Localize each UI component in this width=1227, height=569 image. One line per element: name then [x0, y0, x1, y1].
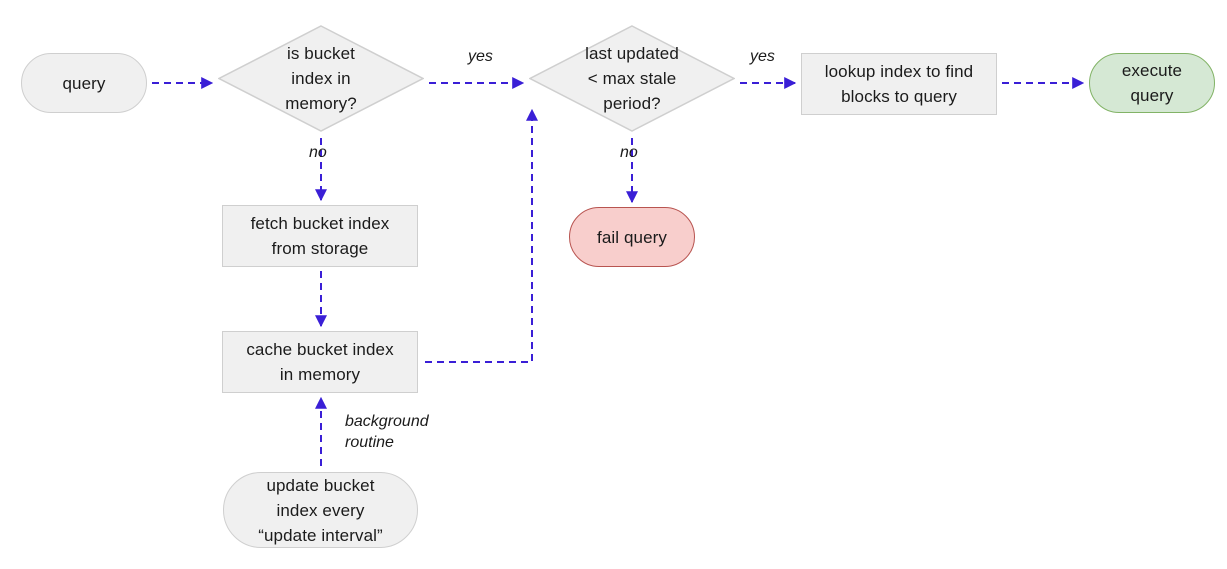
node-query-label: query — [62, 73, 106, 93]
node-cache-bucket-index[interactable]: cache bucket index in memory — [222, 331, 418, 393]
edge-label-stale-yes: yes — [750, 48, 775, 65]
node-execute-query-label: execute query — [1121, 61, 1183, 105]
node-is-bucket-index-in-memory-label: is bucket index in memory? — [285, 44, 357, 113]
node-fail-query-label: fail query — [597, 227, 667, 247]
edge-cache-to-stale-check — [425, 108, 538, 363]
node-lookup-index[interactable]: lookup index to find blocks to query — [801, 53, 997, 115]
edge-label-memory-no: no — [309, 144, 327, 161]
node-lookup-index-label: lookup index to find blocks to query — [824, 62, 974, 106]
node-last-updated-max-stale[interactable]: last updated < max stale period? — [529, 25, 735, 132]
node-update-bucket-index[interactable]: update bucket index every “update interv… — [223, 472, 418, 548]
node-fetch-bucket-index-label: fetch bucket index from storage — [250, 214, 390, 258]
edge-label-memory-yes: yes — [468, 48, 493, 65]
node-last-updated-max-stale-label: last updated < max stale period? — [585, 44, 679, 113]
node-fail-query[interactable]: fail query — [569, 207, 695, 267]
node-update-bucket-index-label: update bucket index every “update interv… — [258, 475, 383, 545]
edge-label-background-routine: background routine — [345, 413, 429, 451]
node-is-bucket-index-in-memory[interactable]: is bucket index in memory? — [218, 25, 424, 132]
node-cache-bucket-index-label: cache bucket index in memory — [246, 340, 394, 384]
node-execute-query[interactable]: execute query — [1089, 53, 1215, 113]
node-query[interactable]: query — [21, 53, 147, 113]
edge-label-stale-no: no — [620, 144, 638, 161]
node-fetch-bucket-index[interactable]: fetch bucket index from storage — [222, 205, 418, 267]
